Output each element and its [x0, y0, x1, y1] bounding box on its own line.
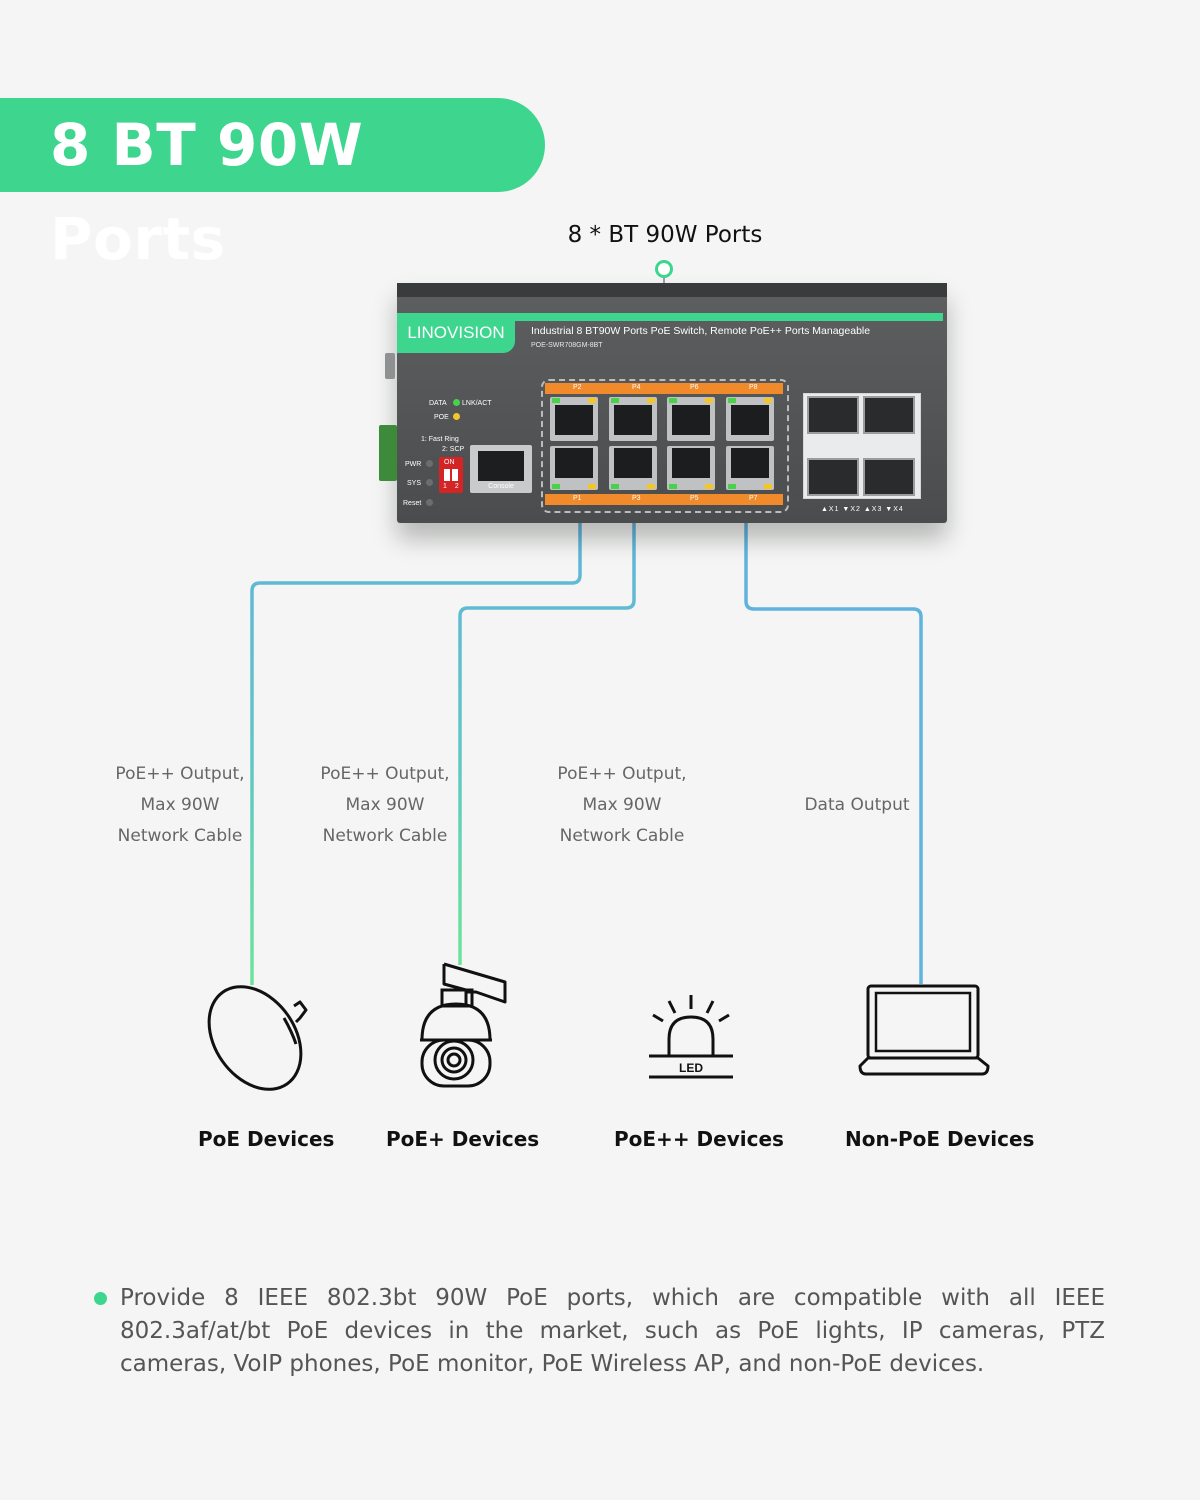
console-port: Console — [470, 445, 532, 493]
ptz-camera-icon — [420, 962, 507, 1088]
header-banner: 8 BT 90W Ports — [0, 98, 545, 273]
dip-toggle-2[interactable] — [452, 469, 458, 481]
wire-label-line: Max 90W — [140, 795, 220, 815]
bottom-port-label-bar — [545, 494, 783, 505]
rj45-port-p1 — [550, 446, 598, 490]
led-light-icon: LED — [649, 995, 733, 1079]
switch-top-edge — [397, 283, 947, 297]
ground-screw — [385, 353, 395, 379]
laptop-icon — [858, 984, 990, 1076]
led-label-pwr: PWR — [405, 461, 422, 468]
ports-callout: 8 * BT 90W Ports — [567, 222, 763, 248]
bullet-dot-icon — [94, 1292, 107, 1305]
poe-ports-highlight — [541, 379, 789, 513]
console-jack — [478, 451, 524, 481]
dip-switch[interactable]: ON 1 2 — [439, 457, 463, 493]
poe-led — [453, 413, 460, 420]
sfp-port-x1 — [807, 396, 859, 434]
ring-mode-label: 1: Fast Ring — [421, 436, 459, 443]
console-label: Console — [488, 483, 514, 490]
port-label: P8 — [749, 384, 758, 391]
wire-label-2: PoE++ Output, Max 90W Network Cable — [295, 759, 475, 852]
wire-label-line — [767, 759, 947, 790]
wire-label-3: PoE++ Output, Max 90W Network Cable — [532, 759, 712, 852]
reset-label: Reset — [403, 500, 422, 507]
led-label-poe: POE — [434, 414, 449, 421]
dip-numbers: 1 2 — [443, 483, 462, 490]
wire-label-line: Data Output — [804, 795, 910, 815]
wire-label-1: PoE++ Output, Max 90W Network Cable — [90, 759, 270, 852]
device-label-poe: PoE Devices — [198, 1127, 335, 1151]
port-label: P6 — [690, 384, 699, 391]
wire-label-line: Max 90W — [582, 795, 662, 815]
callout-dot-icon — [655, 260, 673, 278]
port-label: P1 — [573, 495, 582, 502]
led-label-lnk: LNK/ACT — [462, 400, 492, 407]
led-label-sys: SYS — [407, 480, 422, 487]
led-icon-text: LED — [679, 1061, 703, 1075]
rj45-port-p7 — [726, 446, 774, 490]
switch-model-number: POE-SWR708GM-8BT — [531, 342, 603, 349]
sfp-port-x4 — [863, 458, 915, 496]
wire-label-line: Network Cable — [559, 826, 685, 846]
wire-label-line: PoE++ Output, — [557, 764, 687, 784]
port-label: P5 — [690, 495, 699, 502]
power-terminal — [379, 425, 397, 481]
cable-2 — [458, 505, 636, 965]
scp-mode-label: 2: SCP — [442, 446, 465, 453]
port-label: P7 — [749, 495, 758, 502]
pwr-led — [426, 460, 433, 467]
cable-1 — [250, 505, 582, 985]
dip-on-label: ON — [444, 459, 455, 466]
sfp-port-x2 — [863, 396, 915, 434]
device-label-poe-plus: PoE+ Devices — [386, 1127, 540, 1151]
sfp-cage — [803, 393, 921, 499]
brand-logo: LINOVISION — [397, 313, 515, 353]
sfp-port-x3 — [807, 458, 859, 496]
switch-description: Industrial 8 BT90W Ports PoE Switch, Rem… — [531, 325, 871, 337]
rj45-port-p5 — [667, 446, 715, 490]
sys-led — [426, 479, 433, 486]
port-label: P2 — [573, 384, 582, 391]
switch-accent-stripe — [397, 313, 943, 321]
wire-label-4: Data Output — [767, 759, 947, 821]
wire-label-line: PoE++ Output, — [115, 764, 245, 784]
sfp-labels: ▲X1 ▼X2 ▲X3 ▼X4 — [821, 506, 904, 513]
rj45-port-p2 — [550, 397, 598, 441]
wireless-ap-icon — [207, 985, 308, 1091]
reset-button[interactable] — [426, 499, 433, 506]
wire-label-line: PoE++ Output, — [320, 764, 450, 784]
wire-label-line: Max 90W — [345, 795, 425, 815]
wire-label-line: Network Cable — [322, 826, 448, 846]
port-label: P3 — [632, 495, 641, 502]
device-label-non-poe: Non-PoE Devices — [845, 1127, 1035, 1151]
rj45-port-p4 — [609, 397, 657, 441]
banner-title: 8 BT 90W Ports — [50, 111, 364, 273]
top-port-label-bar — [545, 383, 783, 394]
poe-switch: LINOVISION Industrial 8 BT90W Ports PoE … — [379, 283, 947, 523]
rj45-port-p8 — [726, 397, 774, 441]
device-label-poe-plusplus: PoE++ Devices — [614, 1127, 784, 1151]
data-led — [453, 399, 460, 406]
led-label-data: DATA — [429, 400, 447, 407]
feature-description: Provide 8 IEEE 802.3bt 90W PoE ports, wh… — [120, 1285, 1105, 1377]
cable-4 — [744, 505, 923, 984]
wire-label-line: Network Cable — [117, 826, 243, 846]
rj45-port-p6 — [667, 397, 715, 441]
dip-toggle-1[interactable] — [444, 469, 450, 481]
port-label: P4 — [632, 384, 641, 391]
rj45-port-p3 — [609, 446, 657, 490]
